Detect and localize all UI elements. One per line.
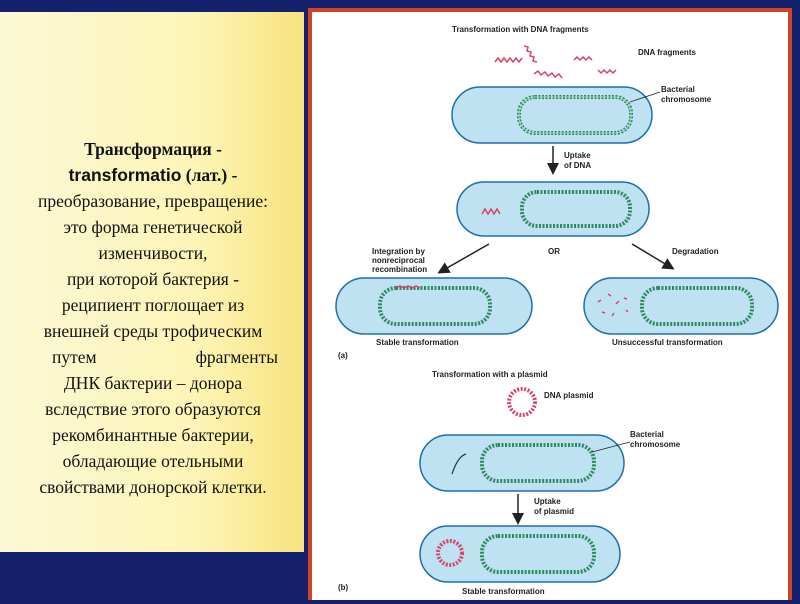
definition-panel: Трансформация - transformatio (лат.) - п… <box>0 12 304 552</box>
definition-line: внешней среды трофическим <box>43 321 263 341</box>
definition-line: реципиент поглощает из <box>61 295 245 315</box>
label-stable-b: Stable transformation <box>462 587 545 596</box>
label-or: OR <box>548 247 560 256</box>
label-bacterial-b: Bacterial <box>630 430 664 439</box>
degraded-dna-icon <box>597 293 629 317</box>
latin-suffix: (лат.) - <box>181 165 238 185</box>
label-degradation: Degradation <box>672 247 719 256</box>
label-nonreciprocal: nonreciprocal <box>372 256 425 265</box>
label-stable-a: Stable transformation <box>376 338 459 347</box>
definition-line: это форма генетической <box>63 217 243 237</box>
label-uptake-a: Uptake <box>564 151 591 160</box>
definition-line: ДНК бактерии – донора <box>63 373 243 393</box>
dna-fragments-icon <box>494 45 617 79</box>
latin-term-line: transformatio (лат.) - <box>8 162 298 188</box>
heading-a: Transformation with DNA fragments <box>452 25 589 34</box>
definition-line: обладающие отельными <box>62 451 244 471</box>
definition-text: Трансформация - transformatio (лат.) - п… <box>8 136 298 500</box>
heading-b: Transformation with a plasmid <box>432 370 548 379</box>
panel-letter-a: (a) <box>338 351 348 360</box>
label-chromosome-a: chromosome <box>661 95 712 104</box>
label-uptake-b: Uptake <box>534 497 561 506</box>
definition-line: изменчивости, <box>98 243 208 263</box>
chromosome-pointer-a <box>629 91 661 103</box>
bacterial-cell-6 <box>419 525 621 583</box>
label-dna-plasmid: DNA plasmid <box>544 391 594 400</box>
bacterial-cell-2 <box>456 181 650 237</box>
chromosome-pointer-b <box>591 441 631 453</box>
dna-plasmid-icon <box>507 387 537 417</box>
transformation-figure: Transformation with DNA fragments DNA fr… <box>308 8 792 600</box>
dna-fragment-inside-icon <box>481 207 501 216</box>
definition-line: вследствие этого образуются <box>45 399 261 419</box>
definition-title: Трансформация - <box>84 139 222 159</box>
bacterial-cell-stable-a <box>335 277 533 335</box>
panel-letter-b: (b) <box>338 583 349 592</box>
label-dna-fragments: DNA fragments <box>638 48 696 57</box>
bacterial-cell-1 <box>451 86 653 144</box>
latin-term: transformatio <box>68 165 182 185</box>
plasmid-inside-icon <box>436 539 464 567</box>
cell-fragment-icon <box>451 453 467 475</box>
definition-line: при которой бактерия - <box>66 269 240 289</box>
definition-line-justified: путем фрагменты <box>8 344 298 370</box>
label-of-plasmid: of plasmid <box>534 507 574 516</box>
transformation-diagram: Transformation with DNA fragments DNA fr… <box>335 25 779 596</box>
bacterial-cell-5 <box>419 434 625 492</box>
label-recombination: recombination <box>372 265 427 274</box>
justified-left-word: путем <box>52 347 97 367</box>
definition-line: преобразование, превращение: <box>38 191 268 211</box>
label-chromosome-b: chromosome <box>630 440 681 449</box>
arrow-degradation <box>631 243 675 270</box>
definition-line: свойствами донорской клетки. <box>39 477 267 497</box>
arrow-integration <box>437 243 490 274</box>
label-bacterial-a: Bacterial <box>661 85 695 94</box>
definition-line: рекомбинантные бактерии, <box>52 425 254 445</box>
label-of-dna: of DNA <box>564 161 591 170</box>
label-integration-by: Integration by <box>372 247 425 256</box>
bacterial-cell-unsuccessful <box>583 277 779 335</box>
integrated-dna-icon <box>395 285 421 289</box>
label-unsuccessful: Unsuccessful transformation <box>612 338 723 347</box>
justified-right-word: фрагменты <box>195 347 278 367</box>
